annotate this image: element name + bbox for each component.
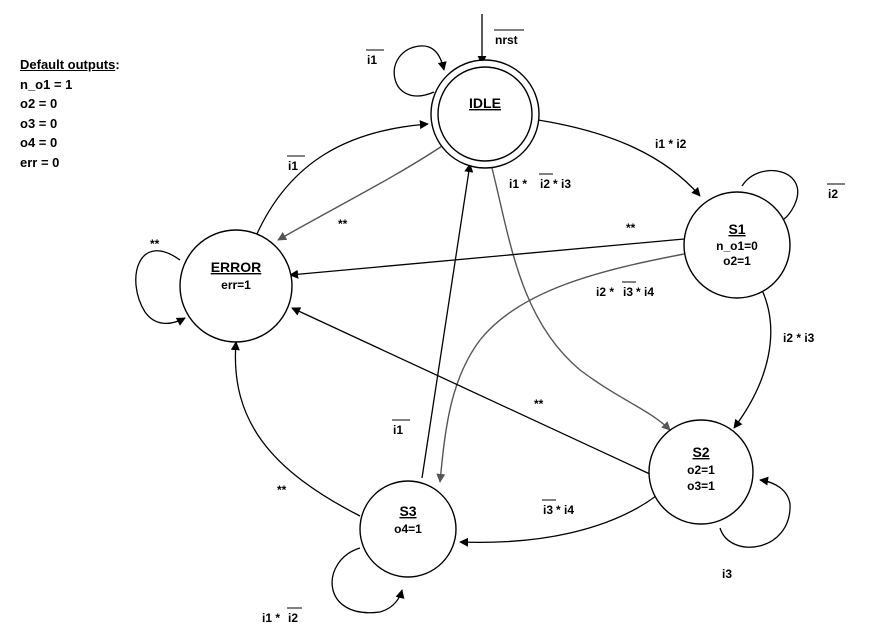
label-s1-s3-part: i3 — [623, 285, 633, 299]
label-idle-s2-part: i1 * — [509, 177, 527, 191]
state-s2-output: o3=1 — [687, 479, 715, 493]
label-s2-error: ** — [534, 397, 544, 411]
state-s3-name: S3 — [399, 503, 416, 519]
label-error-self: ** — [150, 237, 160, 251]
edge-s3-idle — [421, 163, 474, 479]
edge-error-idle — [255, 120, 429, 237]
label-s3-idle: i1 — [393, 423, 403, 437]
label-idle-s2-part: * i3 — [553, 177, 571, 191]
default-outputs-colon: : — [115, 57, 120, 72]
label-idle-s1: i1 * i2 — [655, 137, 687, 151]
default-output-line: o4 = 0 — [20, 135, 58, 150]
label-s1-self: i2 — [828, 187, 838, 201]
label-s3-self-part: i2 — [288, 611, 298, 625]
state-error-name: ERROR — [211, 259, 262, 275]
label-s1-error: ** — [626, 221, 636, 235]
edge-idle-s1 — [537, 119, 701, 197]
edge-s1-s2 — [733, 289, 772, 429]
state-idle: IDLE — [430, 59, 540, 169]
label-s1-s2: i2 * i3 — [783, 331, 815, 345]
default-outputs-title: Default outputs — [20, 57, 116, 72]
edge-idle-error — [277, 141, 449, 241]
edge-idle-s2 — [491, 167, 671, 431]
label-s2-s3-part: i3 — [543, 503, 553, 517]
edge-s3-error — [230, 341, 361, 517]
edge-s2-error — [291, 307, 653, 476]
s2-self-loop — [719, 476, 791, 548]
default-output-line: o2 = 0 — [20, 96, 58, 111]
state-error: ERROR err=1 — [179, 229, 293, 343]
edge-s2-s3 — [459, 495, 657, 547]
label-s3-error: ** — [277, 483, 287, 497]
idle-self-loop — [393, 45, 447, 97]
label-idle-self: i1 — [367, 53, 377, 67]
s3-self-loop — [331, 547, 405, 614]
state-s1-output: n_o1=0 — [716, 239, 758, 253]
default-output-line: o3 = 0 — [20, 115, 58, 131]
label-s2-self: i3 — [722, 567, 732, 581]
edge-s1-error — [289, 238, 685, 279]
state-idle-name: IDLE — [469, 95, 501, 111]
state-s1-output: o2=1 — [723, 254, 751, 268]
label-s1-s3-part: i2 * — [596, 285, 614, 299]
label-s2-s3-part: * i4 — [556, 503, 574, 517]
label-error-idle: i1 — [288, 159, 298, 173]
default-output-line: err = 0 — [20, 154, 60, 170]
state-s1: S1 n_o1=0 o2=1 — [683, 191, 791, 299]
label-idle-error: ** — [338, 217, 348, 231]
error-self-loop — [135, 250, 186, 326]
label-s3-self-part: i1 * — [262, 611, 280, 625]
state-s1-name: S1 — [728, 221, 745, 237]
state-s2-name: S2 — [692, 444, 709, 460]
default-output-line: n_o1 = 1 — [20, 76, 73, 92]
state-s3-output: o4=1 — [394, 522, 422, 536]
default-outputs-block: Default outputs: n_o1 = 1 o2 = 0 o3 = 0 … — [20, 55, 120, 172]
label-idle-s2-part: i2 — [540, 177, 550, 191]
state-s3: S3 o4=1 — [359, 480, 457, 578]
reset-label: nrst — [495, 33, 518, 47]
state-s2: S2 o2=1 o3=1 — [648, 419, 754, 525]
label-s1-s3-part: * i4 — [636, 285, 654, 299]
state-s2-output: o2=1 — [687, 463, 715, 477]
state-error-output: err=1 — [221, 278, 251, 292]
edge-s1-s3 — [436, 253, 685, 483]
